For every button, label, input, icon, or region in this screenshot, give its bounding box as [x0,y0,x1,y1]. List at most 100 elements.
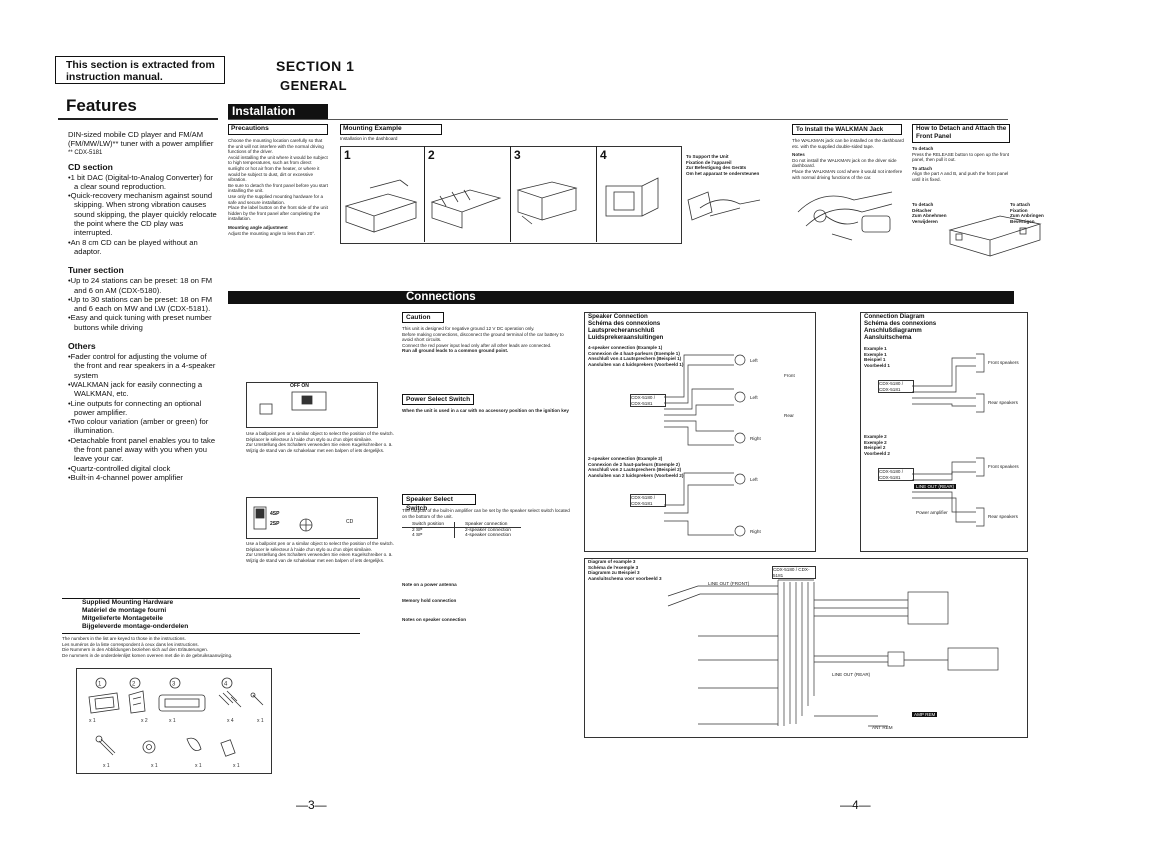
detach-text: Press the RELEASE button to open up the … [912,151,1010,163]
mounting-title: Mounting Example [343,125,402,132]
diagram-example-2: Example 2 Exemple 2 Beispiel 2 Voorbeeld… [864,434,890,456]
power-device [246,382,378,428]
list-item: •Two colour variation (amber or green) f… [68,417,209,436]
step-number: 4 [600,148,607,162]
features-title: Features [66,96,137,115]
attach-text: Align the part A and B, and push the fro… [912,171,1009,182]
page-number-right: —4— [840,798,871,812]
qty-label: x 1 [103,763,110,769]
svg-text:1: 1 [98,682,102,688]
mounting-illustration [344,177,761,233]
detach-illustration [948,215,1042,257]
connections-header [228,291,1014,304]
speaker-model-label: CDX-5180 / CDX-5181 [630,394,666,408]
features-intro-note: ** CDX-5181 [68,149,103,156]
list-item: •1 bit DAC (Digital-to-Analog Converter)… [68,172,213,191]
speaker-switch-title-box: Speaker Select Switch [402,494,476,512]
precautions-title-box [228,124,328,135]
steps-frame [340,146,682,244]
walkman-notes-title: Notes [792,152,805,158]
precaution-item: Use only the supplied mounting hardware … [228,193,323,205]
speaker-switch-text: The outputs of the built-in amplifier ca… [402,508,570,519]
hardware-note: De nummers in de onderdelenlijst komen o… [62,652,233,658]
section-name: GENERAL [280,78,348,93]
connection-diagram-panel [860,312,1028,552]
installation-header [228,104,328,119]
features-column: DIN-sized mobile CD player and FM/AM (FM… [68,130,218,482]
section-number: SECTION 1 [276,58,355,74]
speaker-connection-panel [584,312,816,552]
speaker-switch-table: Switch position Speaker connection 2 SP … [402,522,521,539]
mounting-title-box [340,124,442,135]
caution-item: Before making connections, disconnect th… [402,331,564,343]
example-3-wiring-diagram [667,579,999,727]
hardware-title-2: Matériel de montage fourni [82,607,167,614]
notice-line-1: This section is extracted from [66,59,215,71]
list-item: •Quartz-controlled digital clock [68,463,171,473]
walkman-panel: To Install the WALKMAN Jack The WALKMAN … [792,124,904,249]
others-heading: Others [68,341,96,352]
cd-heading: CD section [68,161,113,172]
qty-label: x 1 [89,718,96,724]
cd-list: •1 bit DAC (Digital-to-Analog Converter)… [68,173,218,257]
list-item: •WALKMAN jack for easily connecting a WA… [68,379,203,399]
walkman-title-box: To Install the WALKMAN Jack [792,124,902,135]
svg-text:3: 3 [172,682,176,688]
hardware-parts-illustration: 1 2 3 4 x 1 x 2 x 1 x 4 x 1 x 1 x 1 x 1 … [88,677,264,769]
line-out-front-label: LINE OUT (FRONT) [708,581,750,586]
qty-label: x 1 [257,718,264,724]
caution-panel: Caution This unit is designed for negati… [402,312,572,354]
line-out-badge: LINE OUT (REAR) [914,484,957,489]
svg-text:Rear speakers: Rear speakers [988,400,1019,405]
installation-title: Installation [232,104,296,118]
list-item: •Fader control for adjusting the volume … [68,352,216,380]
mounting-subtitle: Installation in the dashboard [340,136,398,141]
example-3-panel [584,558,1028,738]
hardware-note: Les numéros de la liste correspondent à … [62,641,199,647]
power-switch-panel: Power Select Switch When the unit is use… [402,394,572,414]
speaker-example-1: 4-speaker connection (Example 1) Connexi… [588,345,684,367]
installation-rule [228,119,1008,120]
caution-title-box: Caution [402,312,444,323]
connection-wiring-diagram: Front speakers Rear speakers Front speak… [912,353,1019,527]
precaution-item: Choose the mounting location carefully s… [228,138,324,155]
walkman-title: To Install the WALKMAN Jack [796,126,884,133]
svg-text:Rear: Rear [784,413,794,418]
list-item: •Easy and quick tuning with preset numbe… [68,313,212,332]
svg-text:Left: Left [750,358,758,363]
extract-notice: This section is extracted from instructi… [55,56,225,84]
hardware-title-1: Supplied Mounting Hardware [82,599,174,606]
list-item: •An 8 cm CD can be played without an ada… [68,237,198,256]
switch-label: 2SP [270,521,280,527]
svg-text:Front: Front [784,373,795,378]
list-item: •Quick-recovery mechanism against sound … [68,191,217,238]
qty-label: x 1 [169,718,176,724]
detach-panel: How to Detach and Attach the Front Panel… [912,124,1010,183]
others-list: •Fader control for adjusting the volume … [68,352,218,482]
step-number: 3 [514,148,521,162]
connection-notes: Note on a power antenna Memory hold conn… [402,582,467,623]
speaker-switch-illustration [253,506,313,532]
precaution-item: Avoid installing the unit where it would… [228,154,328,183]
svg-text:Left: Left [750,395,758,400]
connection-diagram-title: Connection Diagram Schéma des connexions… [864,313,937,341]
precaution-item: Place the label button on the front side… [228,205,328,222]
attach-subtitle: To attach [912,165,933,171]
caution-title: Caution [406,314,431,321]
power-switch-title-box: Power Select Switch [402,394,474,405]
svg-text:Front speakers: Front speakers [988,464,1019,469]
svg-text:Front speakers: Front speakers [988,360,1019,365]
walkman-text: The WALKMAN jack can be installed on the… [792,138,904,149]
walkman-illustration [797,191,893,241]
example-3-title: Diagram of example 3 Schéma de l'exemple… [588,559,662,581]
step-number: 2 [428,148,435,162]
walkman-note: Do not install the WALKMAN jack on the d… [792,157,897,169]
hardware-note: The numbers in the list are keyed to tho… [62,636,186,641]
svg-text:Right: Right [750,436,761,441]
tuner-heading: Tuner section [68,265,124,276]
precautions-panel: Precautions Choose the mounting location… [228,124,328,236]
line-out-rear-label: LINE OUT (REAR) [832,672,871,677]
diagram-model-label: CDX-5180 / CDX-5181 [878,468,914,482]
features-rule [58,118,218,120]
mounting-example: Mounting Example Installation in the das… [340,124,780,244]
